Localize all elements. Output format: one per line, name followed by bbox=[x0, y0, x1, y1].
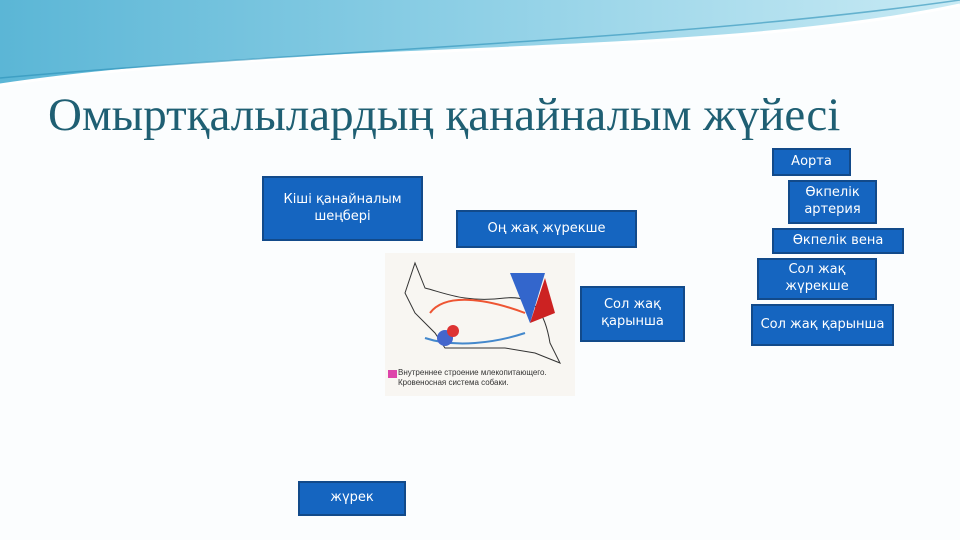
label-text: Өкпелік вена bbox=[792, 232, 884, 248]
label-left-atrium[interactable]: Сол жақ жүрекше bbox=[757, 258, 877, 300]
label-aorta[interactable]: Аорта bbox=[772, 148, 851, 176]
figure-caption: Внутреннее строение млекопитающего. Кров… bbox=[398, 368, 547, 387]
dog-circulation-illustration bbox=[388, 261, 562, 378]
label-pulmonary-vein[interactable]: Өкпелік вена bbox=[772, 228, 904, 254]
slide-title: Омыртқалылардың қанайналым жүйесі bbox=[48, 89, 841, 141]
label-text: Сол жақ жүрекше bbox=[785, 262, 849, 294]
label-left-ventricle[interactable]: Сол жақ қарынша bbox=[751, 304, 894, 346]
label-text: жүрек bbox=[330, 490, 374, 506]
dog-circulation-figure bbox=[385, 253, 575, 396]
figure-number-marker bbox=[388, 370, 397, 378]
label-text: Өкпелік артерия bbox=[804, 185, 861, 217]
header-wave-decoration bbox=[0, 0, 960, 87]
label-text: Аорта bbox=[791, 153, 832, 169]
label-text: Сол жақ қарынша bbox=[760, 316, 885, 332]
label-small-circle[interactable]: Кіші қанайналым шеңбері bbox=[262, 176, 423, 241]
label-heart[interactable]: жүрек bbox=[298, 481, 406, 516]
label-right-atrium[interactable]: Оң жақ жүрекше bbox=[456, 210, 637, 248]
label-left-ventricle-center[interactable]: Сол жақ қарынша bbox=[580, 286, 685, 342]
label-text: Кіші қанайналым шеңбері bbox=[283, 191, 402, 224]
label-text: Оң жақ жүрекше bbox=[487, 220, 606, 236]
label-text: Сол жақ қарынша bbox=[601, 297, 664, 329]
label-pulmonary-artery[interactable]: Өкпелік артерия bbox=[788, 180, 877, 224]
